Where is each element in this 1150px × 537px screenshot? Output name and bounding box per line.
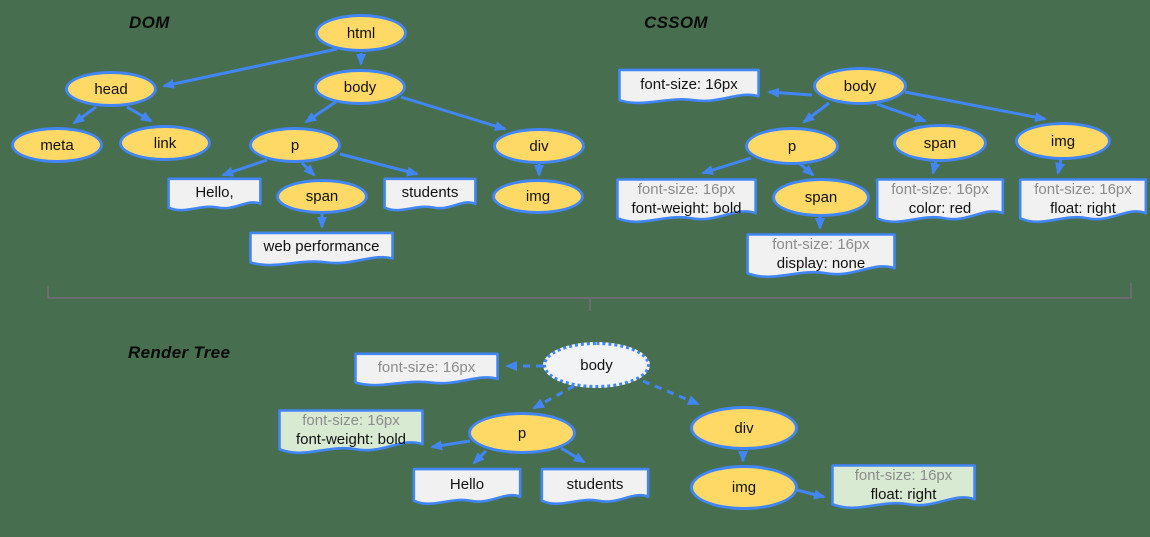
node-label-dom-head: head [68, 74, 154, 104]
arrow-cssom-body-to-cssom-img [904, 90, 1047, 123]
node-render-text-hello: Hello [412, 467, 522, 508]
arrow-dom-p-to-dom-span [300, 161, 316, 177]
node-cssom-body: body [813, 67, 907, 105]
node-label-render-p: p [471, 415, 573, 451]
node-label-dom-html: html [318, 17, 404, 49]
node-label-cssom-span: span [896, 127, 984, 159]
node-render-body-style: font-size: 16px [353, 352, 500, 389]
node-dom-html: html [315, 14, 407, 52]
node-cssom-img: img [1015, 122, 1111, 160]
arrow-render-p-to-render-p-style [430, 439, 471, 451]
node-label-cssom-img: img [1018, 125, 1108, 157]
arrow-cssom-body-to-cssom-body-style [767, 87, 813, 98]
arrow-cssom-body-to-cssom-p [802, 101, 830, 124]
arrow-render-img-to-render-img-style [796, 488, 826, 500]
arrow-cssom-p-to-cssom-p-span [798, 161, 815, 177]
label-line: img [525, 188, 551, 205]
node-dom-img: img [492, 179, 584, 214]
node-dom-body: body [314, 69, 406, 105]
node-render-img: img [690, 465, 798, 510]
label-line: span [305, 188, 339, 205]
label-line: img [1050, 132, 1076, 150]
section-title-render: Render Tree [128, 343, 231, 362]
node-cssom-p: p [745, 127, 839, 165]
label-line: meta [40, 136, 74, 154]
node-cssom-body-style: font-size: 16px [617, 68, 761, 107]
node-label-dom-link: link [122, 128, 208, 158]
label-line: body [580, 356, 613, 374]
arrow-cssom-img-to-cssom-img-style [1055, 158, 1065, 175]
node-dom-text-hello: Hello, [167, 177, 262, 214]
node-dom-text-web-performance: web performance [248, 231, 395, 269]
node-dom-text-students: students [383, 177, 477, 214]
node-label-cssom-p: p [748, 130, 836, 162]
arrow-render-p-to-render-text-hello [472, 449, 488, 465]
label-line: span [923, 134, 957, 152]
section-title-cssom: CSSOM [644, 13, 708, 32]
node-render-p: p [468, 412, 576, 454]
node-label-cssom-body: body [816, 70, 904, 102]
node-label-render-div: div [693, 409, 795, 447]
label-line: p [787, 137, 797, 155]
label-line: head [94, 80, 128, 98]
divider-bracket [47, 283, 1132, 311]
node-render-text-students: students [540, 467, 650, 508]
arrow-cssom-p-to-cssom-p-style [701, 156, 752, 175]
label-line: img [731, 479, 757, 496]
node-label-dom-img: img [495, 182, 581, 211]
label-line: span [804, 189, 838, 206]
node-label-dom-span: span [279, 182, 365, 211]
label-line: div [529, 137, 549, 155]
node-label-cssom-p-span: span [775, 181, 867, 214]
node-label-dom-meta: meta [14, 130, 100, 160]
arrow-dom-head-to-dom-meta [72, 105, 97, 125]
node-dom-p: p [249, 127, 341, 163]
arrow-cssom-body-to-cssom-span [876, 102, 927, 123]
node-dom-meta: meta [11, 127, 103, 163]
arrow-dom-body-to-dom-p [304, 99, 338, 124]
node-label-dom-p: p [252, 130, 338, 160]
section-title-dom: DOM [129, 13, 170, 32]
label-line: div [734, 419, 754, 437]
node-cssom-span: span [893, 124, 987, 162]
node-render-div: div [690, 406, 798, 450]
arrow-dom-p-to-dom-text-students [339, 152, 419, 177]
node-render-body: body [543, 342, 650, 388]
node-cssom-p-span: span [772, 178, 870, 217]
node-dom-head: head [65, 71, 157, 107]
node-dom-span: span [276, 179, 368, 214]
label-line: p [517, 424, 527, 442]
arrow-cssom-span-to-cssom-span-style [930, 160, 941, 175]
label-line: p [290, 136, 300, 154]
label-line: body [843, 77, 877, 95]
arrow-dom-p-to-dom-text-hello [221, 158, 268, 177]
arrow-render-p-to-render-text-students [560, 446, 586, 464]
node-label-dom-div: div [496, 131, 582, 161]
node-label-dom-body: body [317, 72, 403, 102]
label-line: body [343, 78, 377, 96]
arrow-render-body-to-render-div [642, 379, 700, 406]
arrow-dom-head-to-dom-link [126, 105, 153, 123]
arrow-dom-html-to-dom-head [162, 47, 338, 89]
node-dom-link: link [119, 125, 211, 161]
label-line: link [153, 134, 177, 152]
node-dom-div: div [493, 128, 585, 164]
node-label-render-body: body [546, 345, 647, 385]
label-line: html [346, 24, 376, 42]
arrow-render-body-to-render-p [532, 384, 575, 410]
node-label-render-img: img [693, 468, 795, 507]
arrow-dom-body-to-dom-div [400, 95, 507, 131]
